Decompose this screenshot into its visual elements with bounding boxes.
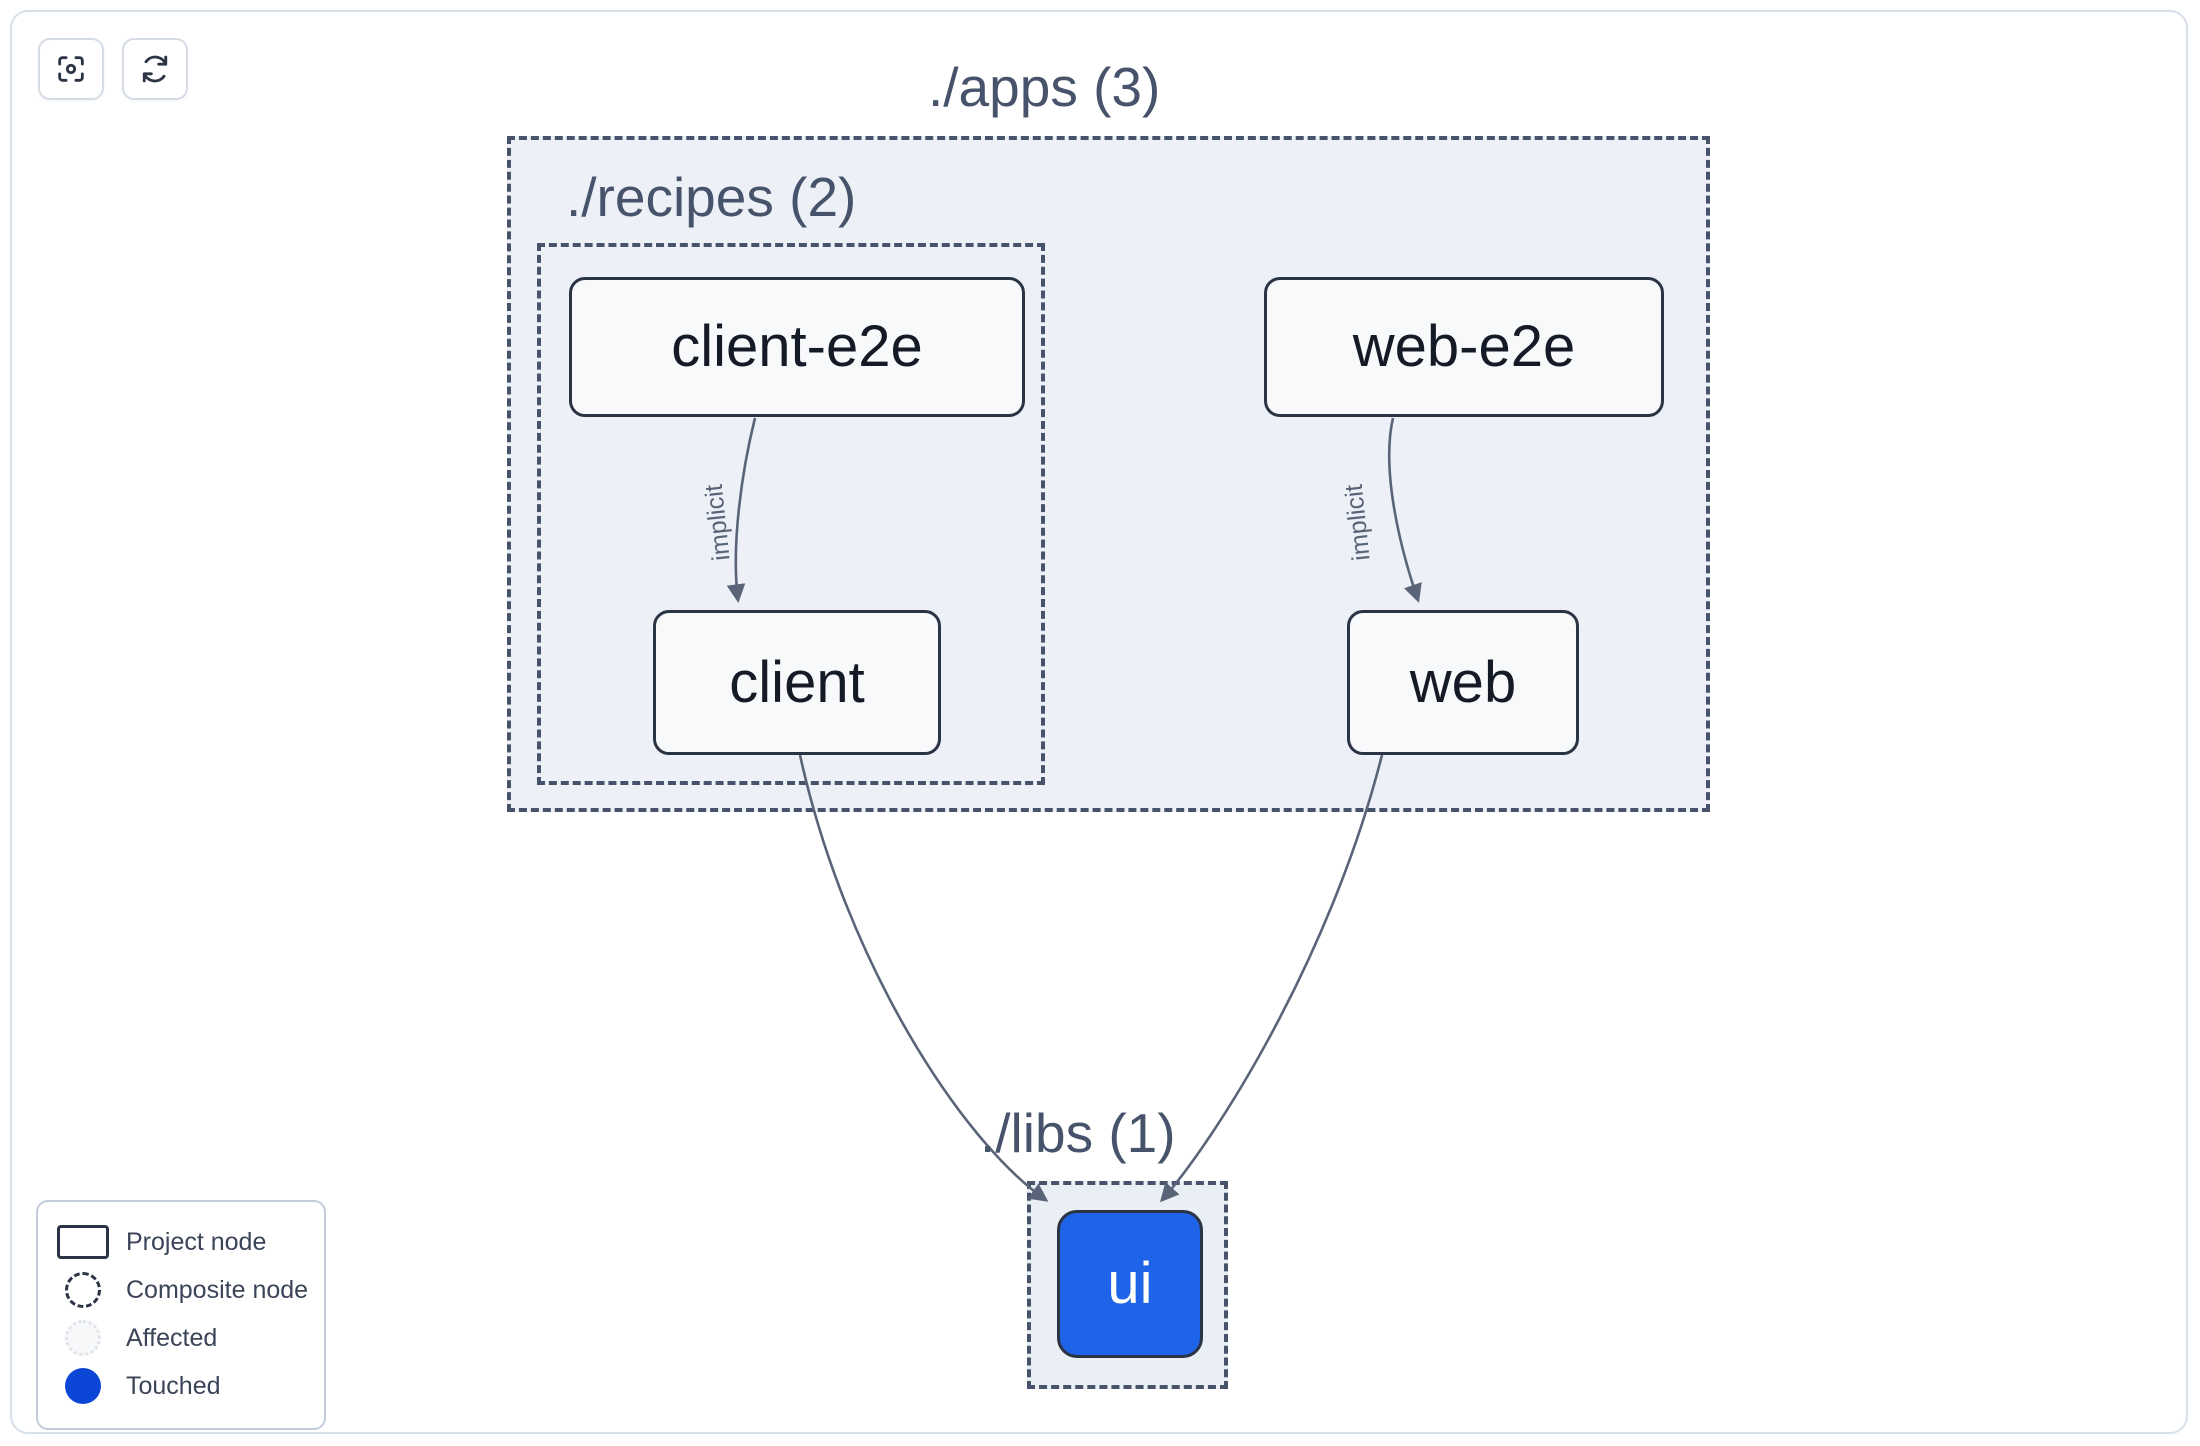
legend-item-touched: Touched: [56, 1362, 306, 1410]
legend-label: Project node: [126, 1227, 267, 1256]
refresh-graph-button[interactable]: [122, 38, 188, 100]
dotted-circle-icon: [56, 1320, 110, 1356]
graph-legend: Project node Composite node Affected Tou…: [36, 1200, 326, 1430]
legend-label: Affected: [126, 1323, 218, 1352]
dashed-circle-icon: [56, 1272, 110, 1308]
refresh-icon: [138, 52, 172, 86]
focus-graph-button[interactable]: [38, 38, 104, 100]
filled-circle-icon: [56, 1368, 110, 1404]
legend-item-composite-node: Composite node: [56, 1266, 309, 1314]
node-web-e2e[interactable]: web-e2e: [1264, 277, 1664, 417]
legend-item-project-node: Project node: [56, 1218, 306, 1266]
node-client[interactable]: client: [653, 610, 941, 755]
group-label-libs: ./libs (1): [980, 1102, 1176, 1164]
legend-label: Touched: [126, 1371, 221, 1400]
legend-label: Composite node: [126, 1275, 309, 1304]
group-label-recipes: ./recipes (2): [566, 166, 857, 228]
legend-item-affected: Affected: [56, 1314, 306, 1362]
rect-outline-icon: [56, 1225, 110, 1259]
node-web[interactable]: web: [1347, 610, 1579, 755]
graph-toolbar: [38, 38, 188, 100]
group-label-apps: ./apps (3): [928, 56, 1161, 118]
focus-scan-icon: [54, 52, 88, 86]
node-client-e2e[interactable]: client-e2e: [569, 277, 1025, 417]
node-ui[interactable]: ui: [1057, 1210, 1203, 1358]
